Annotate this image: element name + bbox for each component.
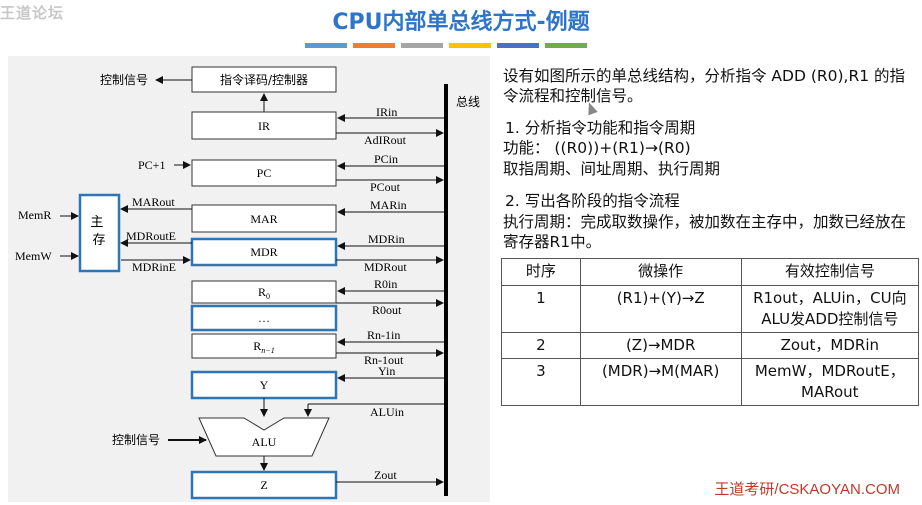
color-bar bbox=[497, 43, 539, 48]
z-box bbox=[190, 470, 338, 500]
memw-label: MemW bbox=[15, 249, 52, 263]
table-cell: MemW，MDRoutE，MARout bbox=[740, 358, 920, 406]
header-micro-op: 微操作 bbox=[579, 258, 742, 286]
mdrin-label: MDRin bbox=[368, 232, 405, 246]
pcout-label: PCout bbox=[370, 180, 401, 194]
mdrine-label: MDRinE bbox=[132, 260, 176, 274]
micro-operation-table: 时序 微操作 有效控制信号 1 (R1)+(Y)→Z R1out，ALUin，C… bbox=[501, 258, 920, 406]
ir-box bbox=[191, 111, 337, 140]
table-row: 3 (MDR)→M(MAR) MemW，MDRoutE，MARout bbox=[501, 358, 920, 406]
exec-cycle-line: 执行周期：完成取数操作，被加数在主存中，加数已经放在寄存器R1中。 bbox=[503, 213, 907, 251]
z-label: Z bbox=[260, 478, 267, 492]
footer-watermark: 王道考研/CSKAOYAN.COM bbox=[714, 481, 900, 498]
color-bar-strip bbox=[305, 43, 587, 48]
ir-label: IR bbox=[258, 119, 270, 133]
table-header-row: 时序 微操作 有效控制信号 bbox=[501, 258, 920, 286]
y-label: Y bbox=[260, 378, 269, 392]
site-logo: 王道论坛 bbox=[0, 4, 65, 22]
pc-plus1-label: PC+1 bbox=[138, 158, 165, 172]
decoder-label: 指令译码/控制器 bbox=[220, 72, 308, 87]
marout-label: MARout bbox=[132, 195, 175, 209]
decoder-box bbox=[191, 66, 337, 93]
r0-box bbox=[191, 280, 337, 304]
header-timing: 时序 bbox=[501, 258, 581, 286]
single-bus-diagram: 总线 指令译码/控制器 控制信号 IR IRin AdIRout PC PC+1… bbox=[8, 56, 490, 502]
color-bar bbox=[545, 43, 587, 48]
pc-label: PC bbox=[257, 166, 272, 180]
mdr-box bbox=[190, 237, 338, 267]
ellipsis-label: … bbox=[258, 311, 270, 325]
main-memory-char-2: 存 bbox=[92, 233, 105, 248]
step1-title: 1. 分析指令功能和指令周期 bbox=[505, 119, 696, 137]
irin-label: IRin bbox=[376, 105, 397, 119]
table-cell: 2 bbox=[501, 332, 581, 359]
page-title: CPU内部单总线方式-例题 bbox=[332, 10, 590, 35]
table-cell: Zout，MDRin bbox=[740, 332, 920, 359]
table-cell: R1out，ALUin，CU向ALU发ADD控制信号 bbox=[740, 285, 920, 333]
function-line: 功能： ((R0))+(R1)→(R0) bbox=[503, 139, 691, 157]
yin-label: Yin bbox=[378, 364, 395, 378]
mar-box bbox=[191, 204, 337, 233]
pc-box bbox=[191, 159, 337, 187]
table-cell: (R1)+(Y)→Z bbox=[579, 285, 742, 333]
table-row: 1 (R1)+(Y)→Z R1out，ALUin，CU向ALU发ADD控制信号 bbox=[501, 285, 920, 333]
aluin-label: ALUin bbox=[370, 405, 404, 419]
main-memory-label: 主 存 bbox=[90, 215, 107, 248]
zout-label: Zout bbox=[374, 468, 397, 482]
table-cell: (MDR)→M(MAR) bbox=[579, 358, 742, 406]
color-bar bbox=[305, 43, 347, 48]
marin-label: MARin bbox=[370, 198, 407, 212]
adirout-label: AdIRout bbox=[364, 133, 407, 147]
mar-label: MAR bbox=[250, 212, 277, 226]
cycles-line: 取指周期、间址周期、执行周期 bbox=[503, 160, 721, 178]
alu-label: ALU bbox=[252, 435, 277, 449]
memr-label: MemR bbox=[18, 208, 51, 222]
table-cell: 3 bbox=[501, 358, 581, 406]
ellipsis-register-box bbox=[190, 304, 338, 332]
control-signal-top-label: 控制信号 bbox=[100, 73, 148, 87]
intro-paragraph: 设有如图所示的单总线结构，分析指令 ADD (R0),R1 的指令流程和控制信号… bbox=[503, 67, 906, 105]
color-bar bbox=[353, 43, 395, 48]
rn1in-label: Rn-1in bbox=[367, 328, 400, 342]
bus-label: 总线 bbox=[456, 95, 480, 109]
alu-shape bbox=[198, 417, 330, 457]
r0out-label: R0out bbox=[372, 303, 402, 317]
main-memory-char-1: 主 bbox=[90, 215, 103, 230]
table-cell: 1 bbox=[501, 285, 581, 333]
table-row: 2 (Z)→MDR Zout，MDRin bbox=[501, 332, 920, 359]
main-memory-box bbox=[78, 193, 121, 273]
mdr-label: MDR bbox=[250, 245, 277, 259]
mdroute-label: MDRoutE bbox=[126, 229, 176, 243]
color-bar bbox=[449, 43, 491, 48]
rn1out-label: Rn-1out bbox=[364, 353, 404, 367]
rn1-box bbox=[191, 333, 337, 359]
mdrout-label: MDRout bbox=[364, 260, 407, 274]
table-cell: (Z)→MDR bbox=[579, 332, 742, 359]
pcin-label: PCin bbox=[374, 152, 398, 166]
header-control-signals: 有效控制信号 bbox=[740, 258, 920, 286]
r0in-label: R0in bbox=[374, 277, 397, 291]
alu-control-label: 控制信号 bbox=[112, 433, 160, 447]
step2-title: 2. 写出各阶段的指令流程 bbox=[505, 192, 680, 210]
color-bar bbox=[401, 43, 443, 48]
